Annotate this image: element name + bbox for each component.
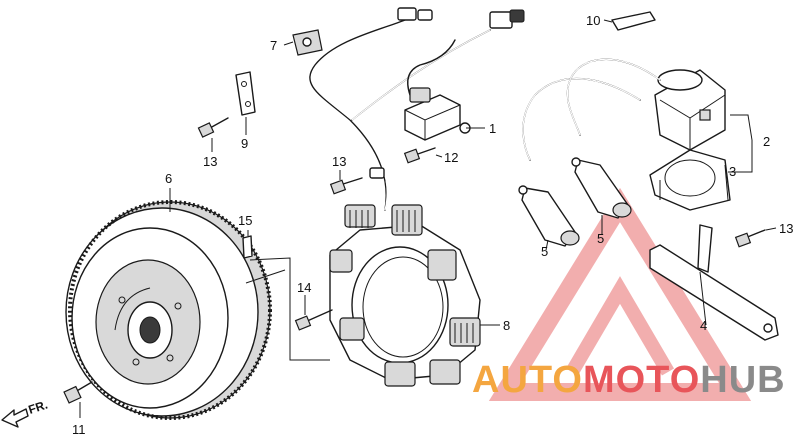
callout-5-right: 5 xyxy=(597,231,604,246)
grommet xyxy=(292,29,323,56)
pulser-generator xyxy=(404,39,471,141)
watermark-text: AUTOMOTOHUB xyxy=(472,359,786,401)
flywheel-bolt-11 xyxy=(63,381,93,404)
callout-1: 1 xyxy=(489,121,496,136)
leader-lines xyxy=(79,19,777,418)
bolt-13-middle xyxy=(329,177,363,195)
callout-5-left: 5 xyxy=(541,244,548,259)
callout-4: 4 xyxy=(700,318,707,333)
spark-plug-cap-left xyxy=(518,185,580,247)
callout-13-middle: 13 xyxy=(332,154,346,169)
callout-13-right: 13 xyxy=(779,221,793,236)
callout-7: 7 xyxy=(270,38,277,53)
assembly-guide-lines xyxy=(245,257,330,361)
front-direction-label: FR. xyxy=(27,398,50,417)
wire-clip xyxy=(611,11,656,31)
stator-wire-harness xyxy=(309,7,525,211)
callout-15: 15 xyxy=(238,213,252,228)
bolt-12 xyxy=(403,147,436,164)
svg-text:AUTOMOTOHUB: AUTOMOTOHUB xyxy=(472,359,786,401)
callout-9: 9 xyxy=(241,136,248,151)
callout-12: 12 xyxy=(444,150,458,165)
coil-bracket xyxy=(649,149,731,211)
callout-8: 8 xyxy=(503,318,510,333)
watermark-text-hub: HUB xyxy=(700,359,785,401)
callout-3: 3 xyxy=(729,164,736,179)
dowel-pin xyxy=(242,235,253,259)
ignition-coil xyxy=(522,58,726,161)
callout-6: 6 xyxy=(165,171,172,186)
callout-10: 10 xyxy=(586,13,600,28)
callout-13-upper: 13 xyxy=(203,154,217,169)
bolt-14 xyxy=(294,309,333,331)
callout-labels: 1 2 3 4 5 5 6 7 8 9 10 11 12 13 13 13 14… xyxy=(72,13,793,437)
watermark-text-auto: AUTO xyxy=(472,359,583,401)
callout-11: 11 xyxy=(72,422,86,437)
watermark-text-moto: MOTO xyxy=(583,359,700,401)
spark-plug-cap-right xyxy=(571,157,632,219)
callout-2: 2 xyxy=(763,134,770,149)
bolt-13-upper xyxy=(197,117,229,138)
watermark-logo-triangle xyxy=(488,187,752,401)
bolt-13-right xyxy=(734,229,766,248)
callout-14: 14 xyxy=(297,280,311,295)
mounting-bracket xyxy=(649,224,779,341)
front-direction-marker: FR. xyxy=(1,398,50,428)
flywheel xyxy=(65,200,272,420)
setting-plate xyxy=(235,71,256,116)
stator xyxy=(329,204,481,387)
